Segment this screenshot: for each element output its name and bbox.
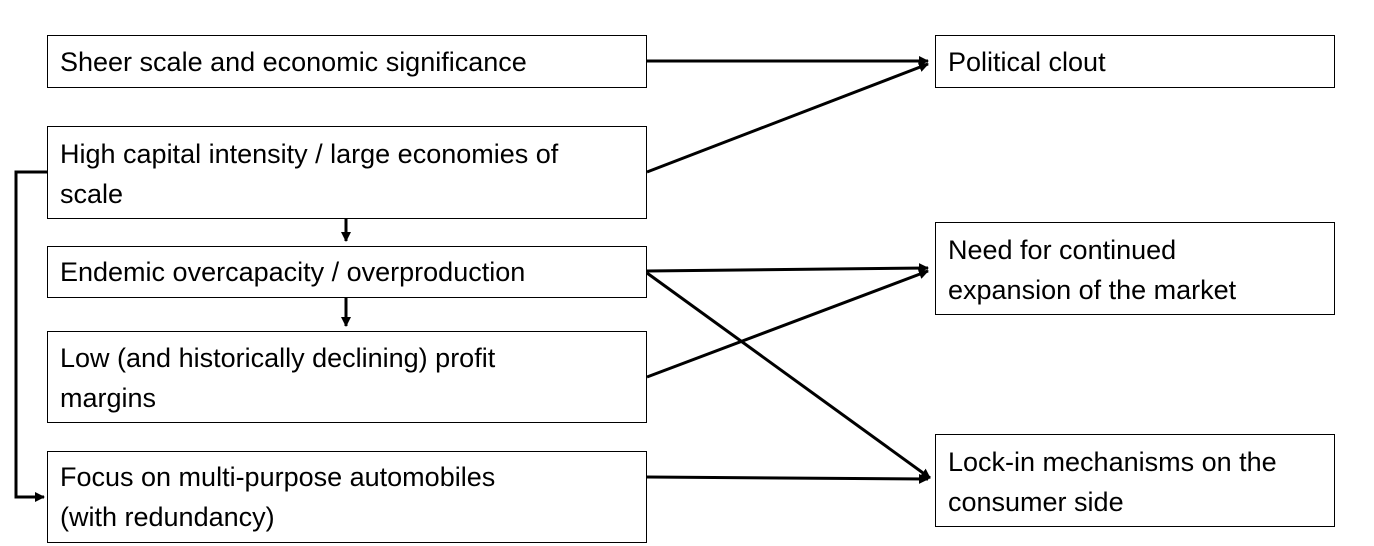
node-capital-intensity-line-2: scale [60,179,124,209]
node-multi-purpose-focus-line-1: Focus on multi-purpose automobiles [60,462,496,492]
node-market-expansion: Need for continued expansion of the mark… [935,222,1335,315]
node-lock-in-line-2: consumer side [948,487,1124,517]
arrow-overcapacity-to-expansion [646,263,929,274]
node-lock-in-line-1: Lock-in mechanisms on the [948,447,1277,477]
node-overcapacity-line-1: Endemic overcapacity / overproduction [60,257,526,287]
node-profit-margins: Low (and historically declining) profit … [47,331,647,423]
arrow-capital-to-focus [14,170,47,502]
node-lock-in: Lock-in mechanisms on the consumer side [935,434,1335,527]
node-market-expansion-line-1: Need for continued [948,235,1177,265]
arrow-focus-to-lock-in [646,473,929,484]
arrow-margins-to-expansion [646,269,929,379]
node-capital-intensity: High capital intensity / large economies… [47,126,647,219]
arrow-overcapacity-to-lock-in [646,271,931,480]
node-sheer-scale: Sheer scale and economic significance [47,35,647,88]
node-sheer-scale-line-1: Sheer scale and economic significance [60,46,527,77]
node-market-expansion-line-2: expansion of the market [948,275,1237,305]
node-profit-margins-line-2: margins [60,383,157,413]
node-political-clout-line-1: Political clout [948,46,1106,77]
node-political-clout: Political clout [935,35,1335,88]
arrow-capital-to-political-clout [646,62,929,174]
node-multi-purpose-focus: Focus on multi-purpose automobiles (with… [47,451,647,543]
node-multi-purpose-focus-line-2: (with redundancy) [60,502,275,532]
node-profit-margins-line-1: Low (and historically declining) profit [60,343,496,373]
node-overcapacity: Endemic overcapacity / overproduction [47,246,647,298]
node-capital-intensity-line-1: High capital intensity / large economies… [60,139,559,169]
